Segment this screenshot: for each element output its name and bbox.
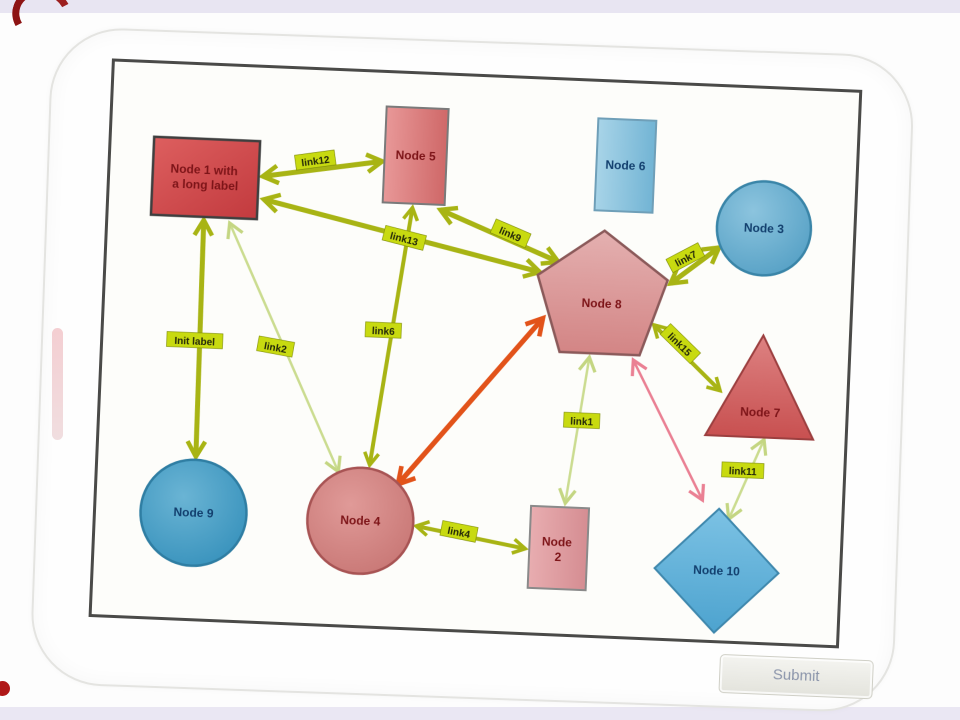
- edge-link1: [558, 354, 597, 507]
- edge-label-link11[interactable]: link11: [721, 461, 765, 479]
- node2-label-line1: Node: [542, 534, 573, 549]
- svg-text:link11: link11: [729, 466, 758, 478]
- node10-label: Node 10: [693, 563, 741, 579]
- node-node8[interactable]: Node 8: [535, 228, 670, 357]
- app-screen: link12 link13 link9 Init label link2: [64, 45, 874, 700]
- node2-label-line2: 2: [554, 550, 562, 564]
- node3-label: Node 3: [744, 221, 785, 237]
- photo-artifact-red-arc: [5, 0, 79, 50]
- svg-text:Node 2: Node 2: [541, 534, 576, 564]
- submit-button[interactable]: Submit: [718, 653, 874, 700]
- node-node9[interactable]: Node 9: [138, 458, 248, 568]
- node-node6[interactable]: Node 6: [593, 117, 658, 214]
- edge-labels: link12 link13 link9 Init label link2: [166, 149, 765, 543]
- edge-label-link4[interactable]: link4: [439, 520, 479, 543]
- node-node10[interactable]: Node 10: [652, 506, 781, 635]
- node7-label: Node 7: [740, 405, 781, 421]
- node1-label-line2: a long label: [172, 177, 239, 194]
- diagram-canvas: link12 link13 link9 Init label link2: [88, 58, 863, 649]
- edge-link12: [258, 152, 387, 186]
- edge-node8-node10: [630, 357, 706, 503]
- svg-text:link12: link12: [301, 155, 331, 170]
- svg-text:link2: link2: [263, 341, 288, 356]
- edge-label-link6[interactable]: link6: [364, 321, 402, 339]
- edge-link11: [725, 436, 768, 523]
- edge-label-link2[interactable]: link2: [256, 335, 296, 358]
- edge-label-link12[interactable]: link12: [294, 149, 337, 171]
- node-node3[interactable]: Node 3: [715, 179, 813, 277]
- photo-artifact-red-dot: [0, 681, 10, 696]
- node4-label: Node 4: [340, 513, 381, 529]
- svg-text:link6: link6: [372, 326, 396, 338]
- node8-label: Node 8: [581, 296, 622, 312]
- node6-label: Node 6: [605, 158, 646, 174]
- node-node7[interactable]: Node 7: [703, 333, 817, 441]
- node9-label: Node 9: [173, 505, 214, 521]
- edge-node4-node8: [394, 314, 547, 488]
- photo-bottom-strip: [0, 707, 960, 720]
- node1-label-line1: Node 1 with: [170, 161, 238, 178]
- svg-text:Node 1 with a long: Node 1 with a long label: [170, 161, 242, 193]
- node-node4[interactable]: Node 4: [305, 466, 415, 576]
- nodes: Node 1 with a long label Node 5 Node 6 N…: [138, 105, 817, 635]
- svg-text:link4: link4: [446, 526, 471, 541]
- photo-top-strip: [0, 0, 960, 13]
- svg-text:Init label: Init label: [174, 336, 215, 349]
- edge-link7: [666, 244, 723, 287]
- edge-label-init[interactable]: Init label: [166, 331, 224, 350]
- photo-artifact-pink-streak: [52, 328, 63, 440]
- node-node1[interactable]: Node 1 with a long label: [149, 135, 262, 221]
- node-node5[interactable]: Node 5: [381, 105, 450, 207]
- svg-text:link1: link1: [570, 416, 594, 428]
- node5-label: Node 5: [395, 148, 436, 164]
- node-node2[interactable]: Node 2: [526, 504, 591, 592]
- edge-label-link1[interactable]: link1: [563, 411, 601, 429]
